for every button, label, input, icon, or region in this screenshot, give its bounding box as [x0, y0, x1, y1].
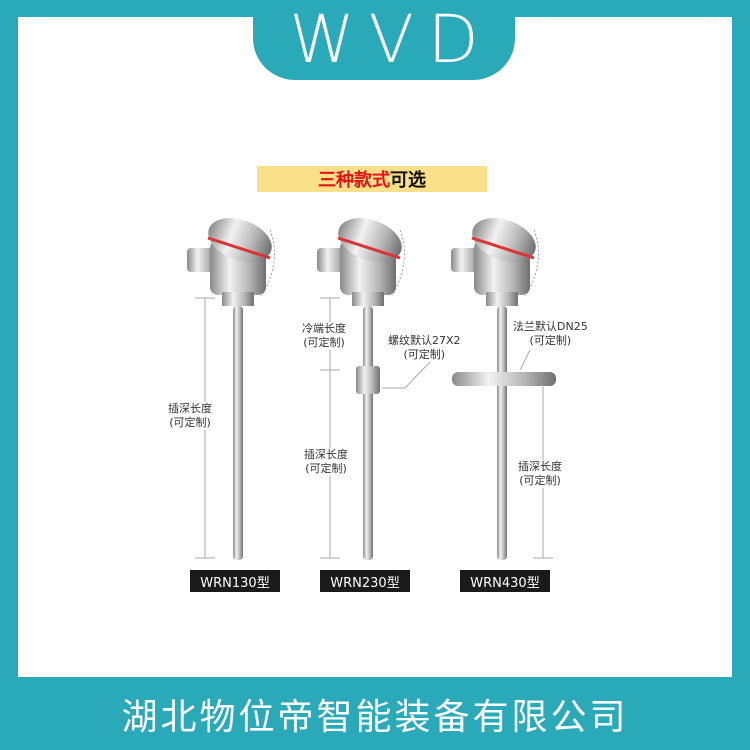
brand-badge: WVD — [253, 0, 515, 80]
model-label-wrn130: WRN130型 — [190, 570, 280, 592]
brand-logo: WVD — [289, 1, 493, 78]
thermocouple-head-3 — [451, 218, 556, 560]
thread-label-2: 螺纹默认27X2(可定制) — [388, 334, 461, 362]
headline-highlight: 三种款式 — [318, 170, 390, 191]
model-label-wrn430: WRN430型 — [460, 570, 550, 592]
insert-length-label-3: 插深长度(可定制) — [518, 460, 562, 488]
thermocouple-head-2 — [317, 218, 405, 560]
headline-banner: 三种款式可选 — [257, 166, 487, 192]
flange-label-3: 法兰默认DN25(可定制) — [513, 320, 588, 348]
thermocouple-head-1 — [187, 218, 275, 560]
insert-length-label-2: 插深长度(可定制) — [304, 448, 348, 476]
headline-rest: 可选 — [390, 170, 426, 191]
cold-end-label-2: 冷端长度(可定制) — [302, 322, 346, 350]
model-label-wrn230: WRN230型 — [320, 570, 410, 592]
company-name-footer: 湖北物位帝智能装备有限公司 — [121, 696, 629, 738]
dimension-lines — [195, 297, 553, 559]
insert-length-label-1: 插深长度(可定制) — [168, 402, 212, 430]
content-panel — [18, 17, 732, 677]
